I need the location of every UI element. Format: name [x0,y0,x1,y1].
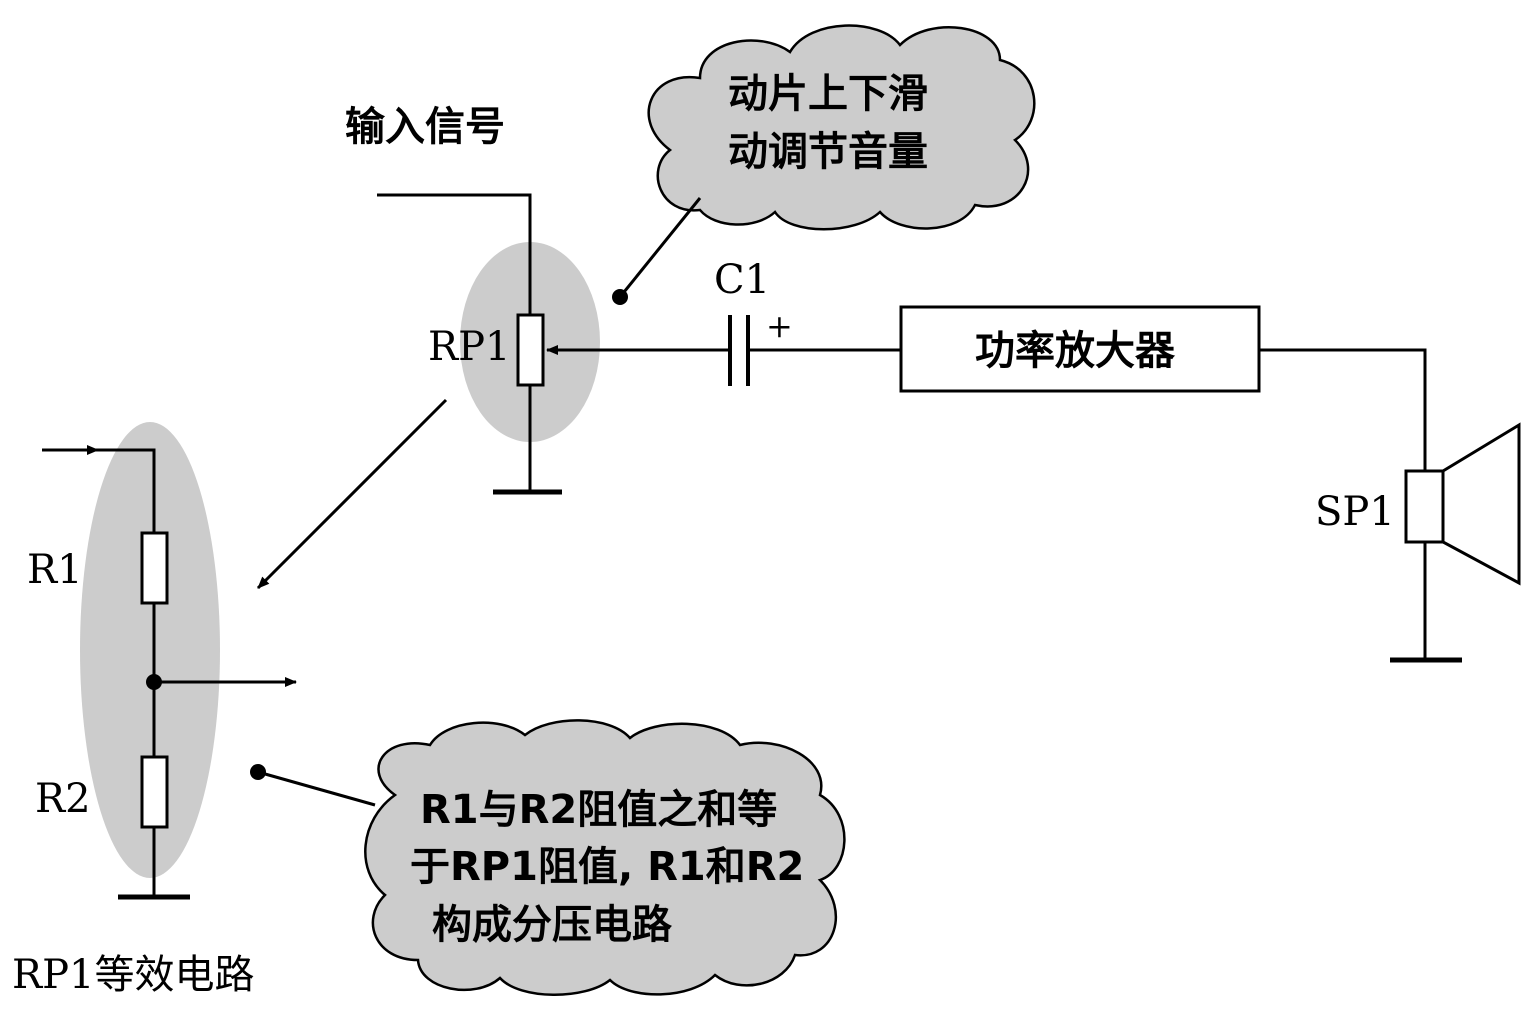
wiper-callout-line1: 动片上下滑 [728,71,928,117]
divider-callout-line2: 于RP1阻值, R1和R2 [410,844,804,890]
wiper-callout-leader [618,197,702,298]
r1-label: R1 [27,547,83,593]
speaker-body [1404,469,1445,544]
wiper-callout-dot [612,289,628,305]
amplifier-label: 功率放大器 [975,328,1176,374]
rp1-label: RP1 [428,324,510,370]
wiper-callout-line2: 动调节音量 [728,129,928,175]
sp1-label: SP1 [1315,489,1395,535]
equivalent-pointer-arrow [256,398,448,590]
speaker-cone [1441,422,1521,586]
c1-polarity: + [766,307,793,345]
equivalent-circuit-label: RP1等效电路 [12,952,254,998]
r2-resistor [140,755,169,829]
input-wire [377,193,532,315]
divider-callout-dot [250,764,266,780]
divider-callout-leader [257,770,376,807]
divider-callout-cloud [364,719,846,996]
rp1-resistor [516,313,545,387]
divider-callout-line1: R1与R2阻值之和等 [420,787,777,833]
wiper-callout-cloud [647,24,1036,231]
r2-label: R2 [35,776,91,822]
r1-resistor [140,531,169,605]
c1-label: C1 [714,257,770,303]
divider-callout-line3: 构成分压电路 [432,902,673,948]
equivalent-highlight [80,422,220,878]
amp-to-speaker-wire [1259,348,1427,471]
input-signal-label: 输入信号 [345,104,505,150]
